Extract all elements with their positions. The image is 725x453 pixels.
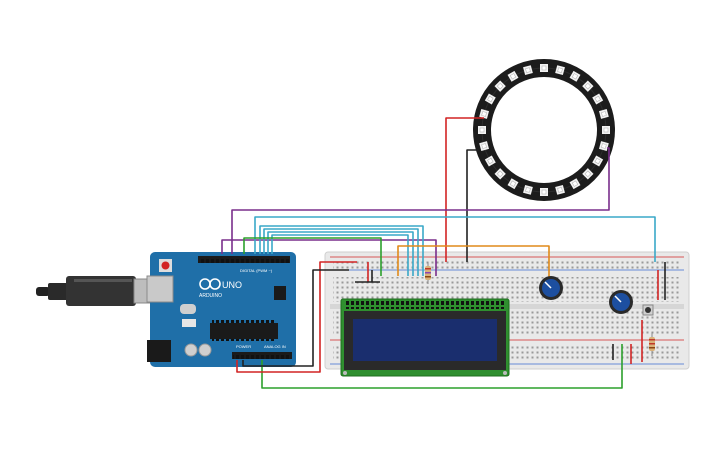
wire-ring-power <box>445 117 484 262</box>
wire-ring-ground <box>466 149 479 262</box>
ring-pixel <box>555 184 565 195</box>
arduino-logo <box>199 278 221 290</box>
ring-pixel <box>592 93 604 105</box>
neopixel-ring <box>473 59 615 201</box>
ring-pixel <box>507 70 519 82</box>
wire-ring-data <box>231 147 610 254</box>
ring-pixel <box>507 178 519 190</box>
lcd-screen <box>353 319 497 361</box>
ring-pixel <box>479 141 490 151</box>
brand-label: ARDUINO <box>199 293 222 299</box>
resistor <box>649 332 655 356</box>
ring-pixel <box>569 178 581 190</box>
reset-button[interactable] <box>161 261 170 270</box>
wire-5v <box>236 261 357 373</box>
arduino-uno: UNO ARDUINO DIGITAL (PWM ~) POWER ANALOG… <box>146 252 296 367</box>
wire-lcd-d7 <box>259 225 424 276</box>
wire-pot-green <box>261 344 623 389</box>
ring-pixel <box>602 126 610 134</box>
power-label: POWER <box>236 344 251 349</box>
lcd-16x2 <box>340 298 510 377</box>
wire-lcd-d6 <box>263 228 419 276</box>
ring-pixel <box>479 109 490 119</box>
model-label: UNO <box>222 280 242 290</box>
wires <box>221 117 666 389</box>
ring-pixel <box>569 70 581 82</box>
wire-lcd-d4 <box>271 234 409 276</box>
usb-port <box>146 275 174 303</box>
ring-pixel <box>540 188 548 196</box>
resistor <box>425 262 431 284</box>
analog-label: ANALOG IN <box>264 344 286 349</box>
wire-lcd-purple <box>221 239 437 276</box>
dc-jack <box>147 340 171 362</box>
potentiometer[interactable] <box>539 276 563 300</box>
atmega-chip <box>210 323 278 339</box>
wire-button <box>254 216 656 262</box>
wire-lcd-d5 <box>267 231 414 276</box>
ring-pixel <box>540 64 548 72</box>
ring-pixel <box>555 65 565 76</box>
ring-pixel <box>598 141 609 151</box>
ring-pixel <box>523 65 533 76</box>
digital-label: DIGITAL (PWM ~) <box>240 268 273 273</box>
wire-pot-signal <box>397 245 550 278</box>
potentiometer[interactable] <box>609 290 633 314</box>
pushbutton[interactable] <box>642 304 654 316</box>
ring-pixel <box>523 184 533 195</box>
ring-pixel <box>478 126 486 134</box>
ring-pixel <box>484 93 496 105</box>
ring-pixel <box>598 109 609 119</box>
wire-lcd-green <box>243 237 382 276</box>
ring-pixel <box>484 155 496 167</box>
wire-gnd <box>242 269 349 367</box>
ring-pixel <box>592 155 604 167</box>
